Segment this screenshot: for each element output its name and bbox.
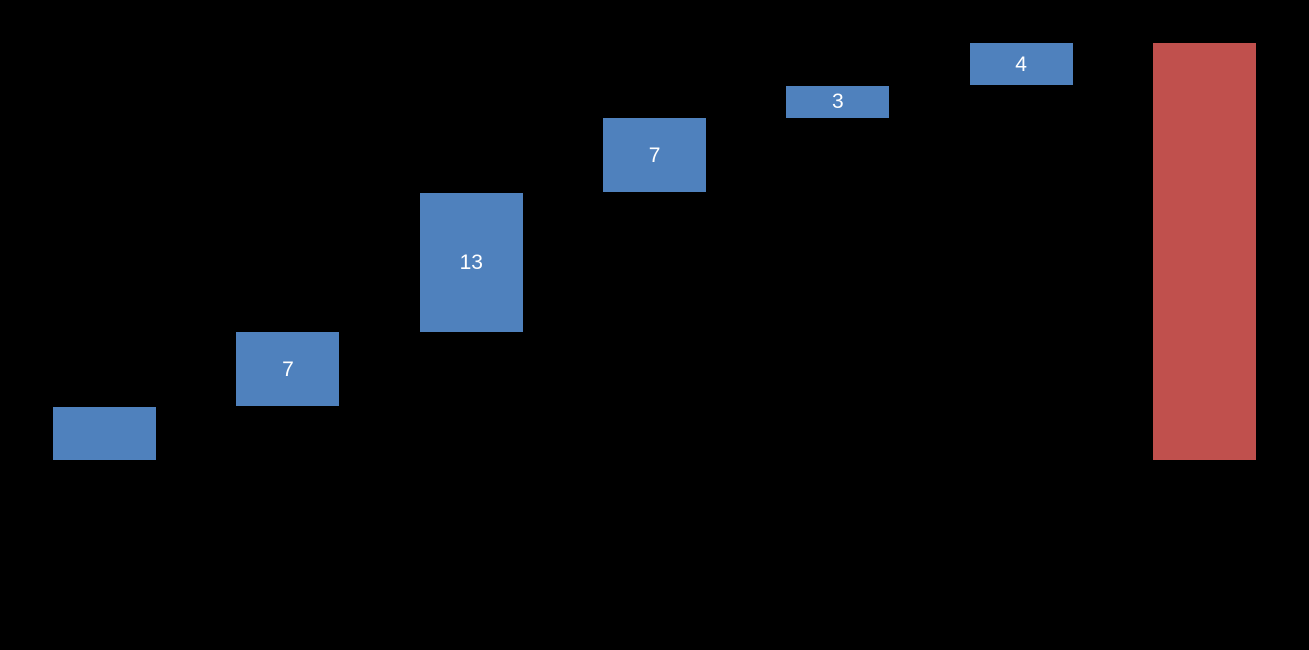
step-bar: 13: [419, 192, 523, 332]
step-bar: 4: [969, 42, 1073, 86]
bar-data-label: 7: [648, 143, 661, 167]
step-bar: 3: [786, 85, 890, 118]
bar-data-label: 13: [459, 250, 483, 274]
step-bar: 7: [603, 117, 707, 193]
step-bar: 7: [236, 331, 340, 407]
step-bar: [53, 406, 157, 460]
bar-data-label: 7: [282, 357, 294, 381]
bar-data-label: 4: [1015, 52, 1027, 76]
bar-data-label: 3: [832, 90, 844, 114]
total-bar: [1152, 42, 1256, 460]
